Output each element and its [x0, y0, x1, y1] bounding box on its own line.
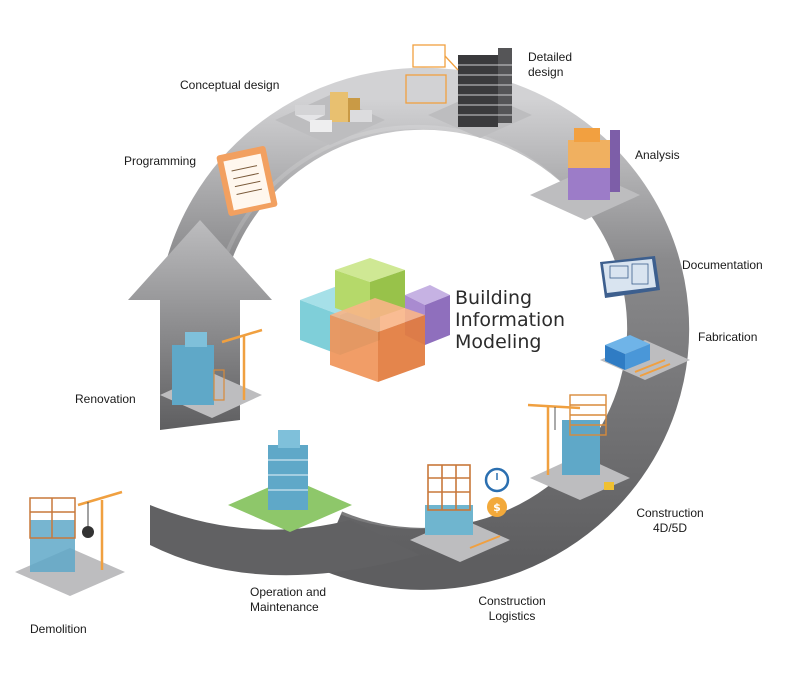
- label-operation-maintenance: Operation and Maintenance: [250, 585, 326, 615]
- fabrication-illustration: [600, 335, 690, 380]
- center-title-line-2: Information: [455, 309, 565, 331]
- detailed-design-illustration: [405, 44, 532, 138]
- center-title: Building Information Modeling: [455, 287, 565, 353]
- programming-clipboard-illustration: [216, 146, 278, 216]
- label-programming: Programming: [124, 154, 197, 168]
- label-construction-4d5d-line-2: 4D/5D: [652, 521, 687, 535]
- label-operation-maintenance-line-2: Maintenance: [250, 600, 319, 614]
- label-construction-logistics: Construction Logistics: [470, 594, 554, 624]
- label-construction-4d5d: Construction 4D/5D: [628, 506, 712, 536]
- label-fabrication: Fabrication: [698, 330, 758, 344]
- label-renovation: Renovation: [75, 392, 136, 406]
- label-construction-logistics-line-1: Construction: [478, 594, 546, 608]
- ring-tail-to-demolition: [150, 505, 420, 576]
- demolition-illustration: [15, 490, 125, 596]
- label-construction-logistics-line-2: Logistics: [488, 609, 536, 623]
- analysis-illustration: [530, 128, 640, 220]
- construction-logistics-illustration: $: [410, 464, 510, 562]
- renovation-illustration: [160, 328, 263, 418]
- label-detailed-design-line-2: design: [528, 65, 564, 79]
- label-construction-4d5d-line-1: Construction: [636, 506, 704, 520]
- label-demolition: Demolition: [30, 622, 87, 636]
- label-analysis: Analysis: [635, 148, 680, 162]
- dollar-sign: $: [493, 501, 501, 514]
- label-detailed-design: Detailed design: [528, 50, 572, 80]
- center-title-line-3: Modeling: [455, 331, 542, 353]
- conceptual-design-illustration: [275, 92, 385, 145]
- bim-cube-logo: [300, 258, 450, 382]
- wrecking-ball-icon: [82, 526, 94, 538]
- center-title-line-1: Building: [455, 287, 533, 309]
- lifecycle-ring: [159, 67, 690, 590]
- documentation-illustration: [600, 256, 660, 298]
- label-conceptual-design: Conceptual design: [180, 78, 280, 92]
- label-operation-maintenance-line-1: Operation and: [250, 585, 327, 599]
- cube-orange: [330, 298, 425, 382]
- label-documentation: Documentation: [682, 258, 763, 272]
- construction-4d5d-illustration: [527, 394, 630, 500]
- return-arrow: [128, 220, 272, 430]
- label-detailed-design-line-1: Detailed: [528, 50, 573, 64]
- operation-maintenance-illustration: [228, 430, 352, 532]
- dollar-coin-icon: [487, 497, 507, 517]
